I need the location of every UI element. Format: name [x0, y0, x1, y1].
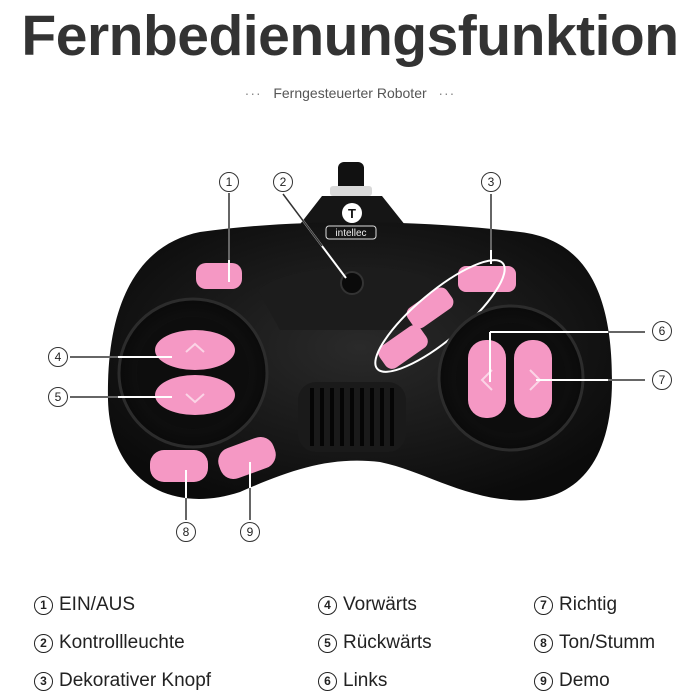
legend-badge: 2	[34, 633, 53, 653]
demo-button[interactable]	[214, 433, 279, 483]
decorative-button-top	[458, 266, 516, 292]
speaker-grill	[298, 382, 406, 452]
callout-2: 2	[273, 172, 293, 192]
legend-item-power: 1 EIN/AUS	[34, 592, 135, 618]
backward-arrow-icon	[185, 393, 205, 404]
legend-label: Demo	[559, 670, 610, 691]
legend-badge: 6	[318, 671, 337, 691]
legend-badge: 3	[34, 671, 53, 691]
callout-5: 5	[48, 387, 68, 407]
forward-arrow-icon	[185, 342, 205, 353]
legend-item-right: 7 Richtig	[534, 592, 617, 618]
subtitle-text: Ferngesteuerter Roboter	[273, 85, 427, 101]
callout-1: 1	[219, 172, 239, 192]
brand-logo-letter: T	[348, 206, 356, 221]
legend-badge: 1	[34, 595, 53, 615]
sound-mute-button[interactable]	[150, 450, 208, 482]
power-switch[interactable]	[196, 263, 242, 289]
legend-badge: 4	[318, 595, 337, 615]
decorative-button-mid	[406, 287, 454, 329]
legend-label: Vorwärts	[343, 594, 417, 615]
legend-item-indicator: 2 Kontrollleuchte	[34, 630, 185, 656]
center-panel	[258, 266, 440, 330]
legend-label: Rückwärts	[343, 632, 432, 653]
callout-7: 7	[652, 370, 672, 390]
legend-badge: 8	[534, 633, 553, 653]
legend-label: Links	[343, 670, 388, 691]
decorative-button-low	[378, 325, 428, 369]
backward-button[interactable]	[155, 375, 235, 415]
brand-name: intellec	[335, 228, 366, 239]
remote-control-illustration: T intellec	[70, 162, 645, 520]
legend-item-decorative: 3 Dekorativer Knopf	[34, 668, 211, 694]
callout-8: 8	[176, 522, 196, 542]
function-legend: 1 EIN/AUS 2 Kontrollleuchte 3 Dekorative…	[0, 590, 700, 700]
legend-item-forward: 4 Vorwärts	[318, 592, 417, 618]
legend-item-demo: 9 Demo	[534, 668, 610, 694]
callout-3: 3	[481, 172, 501, 192]
callout-4: 4	[48, 347, 68, 367]
page-title: Fernbedienungsfunktion	[21, 4, 679, 68]
legend-item-backward: 5 Rückwärts	[318, 630, 432, 656]
legend-item-left: 6 Links	[318, 668, 387, 694]
subtitle-dots-right: ···	[438, 85, 456, 101]
legend-label: Kontrollleuchte	[59, 632, 185, 653]
forward-button[interactable]	[155, 330, 235, 370]
brand-logo-icon	[342, 203, 362, 223]
legend-badge: 7	[534, 595, 553, 615]
right-button[interactable]	[514, 340, 552, 418]
left-button[interactable]	[468, 340, 506, 418]
legend-label: Ton/Stumm	[559, 632, 656, 653]
callout-6: 6	[652, 321, 672, 341]
legend-label: Dekorativer Knopf	[59, 670, 212, 691]
left-arrow-icon	[480, 369, 493, 391]
antenna-knob	[338, 162, 364, 192]
legend-item-sound: 8 Ton/Stumm	[534, 630, 655, 656]
page-subtitle: ··· Ferngesteuerter Roboter ···	[0, 84, 700, 102]
subtitle-dots-left: ···	[244, 85, 262, 101]
legend-label: EIN/AUS	[59, 594, 136, 615]
legend-badge: 5	[318, 633, 337, 653]
callout-9: 9	[240, 522, 260, 542]
legend-badge: 9	[534, 671, 553, 691]
legend-label: Richtig	[559, 594, 618, 615]
